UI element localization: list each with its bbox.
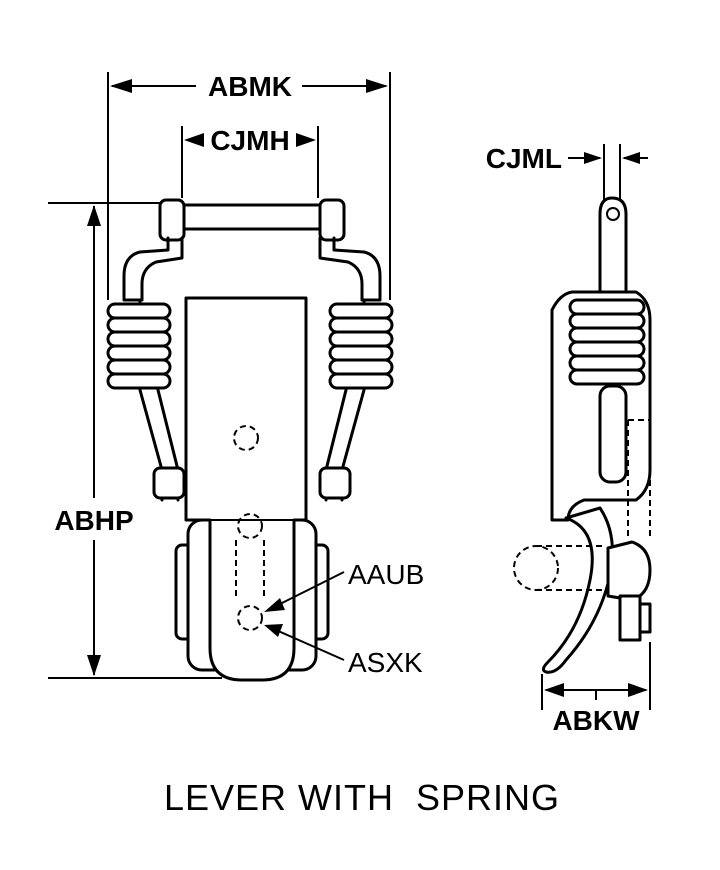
label-abhp: ABHP	[54, 505, 133, 536]
label-cjml: CJML	[486, 143, 562, 174]
dim-cjml	[568, 144, 648, 200]
left-wire-inner	[140, 236, 184, 302]
dim-abmk	[107, 72, 391, 300]
left-bottom-lug	[152, 466, 186, 500]
dim-abhp	[48, 202, 222, 679]
side-roller-alt	[513, 545, 559, 591]
label-abmk: ABMK	[208, 71, 292, 102]
hidden-pivot-hole	[233, 425, 259, 451]
lever-body	[184, 296, 308, 682]
side-bottom-bracket	[618, 594, 642, 642]
side-link-lower	[598, 384, 628, 484]
top-crossbar	[176, 203, 328, 231]
side-spring	[568, 298, 646, 386]
left-spring	[106, 302, 172, 390]
side-link-top-hole	[606, 207, 620, 221]
hidden-slot	[235, 540, 265, 600]
side-roller	[606, 540, 652, 602]
diagram-caption: LEVER WITH SPRING	[164, 777, 560, 818]
hidden-slot-top	[237, 513, 263, 539]
right-wire-inner	[318, 236, 364, 302]
right-spring	[328, 302, 394, 390]
leader-aaub	[264, 571, 345, 612]
leader-asxk	[264, 624, 345, 661]
label-cjmh: CJMH	[210, 125, 289, 156]
front-view: ABMK CJMH ABHP AAUB AS	[48, 71, 424, 682]
right-bottom-lug	[318, 466, 352, 500]
side-bottom-tab	[638, 602, 652, 634]
side-view: CJML ABKW	[486, 143, 652, 736]
hidden-roller-axle	[237, 605, 263, 631]
side-roller-alt-lines	[536, 545, 606, 591]
side-hidden-housing	[627, 419, 651, 540]
label-abkw: ABKW	[552, 705, 640, 736]
label-asxk: ASXK	[348, 647, 423, 678]
dim-abkw	[541, 642, 651, 710]
label-aaub: AAUB	[348, 559, 424, 590]
dim-cjmh	[181, 126, 319, 198]
top-lug-right	[318, 198, 346, 242]
top-lug-left	[158, 198, 186, 242]
